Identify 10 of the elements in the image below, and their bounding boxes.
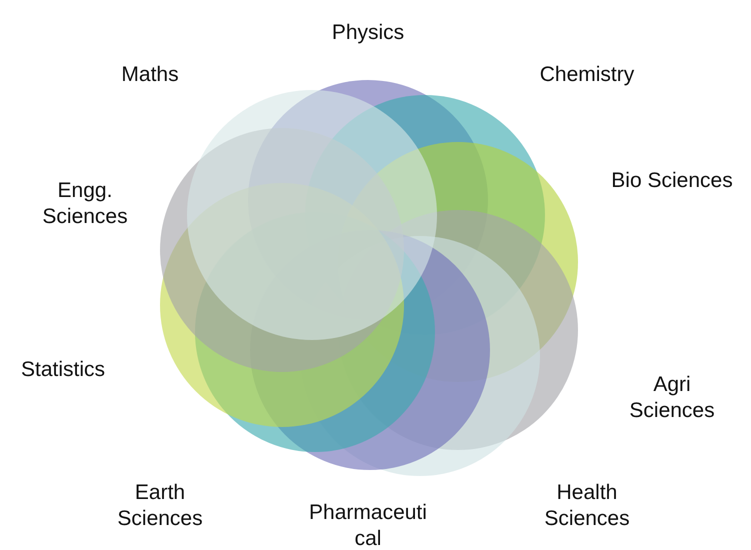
category-label: Agri Sciences <box>628 372 716 424</box>
category-label: Health Sciences <box>543 480 631 532</box>
category-label: Maths <box>120 62 180 88</box>
category-label: Statistics <box>20 357 106 383</box>
category-label: Pharmaceuti cal <box>308 500 428 550</box>
category-label: Chemistry <box>538 62 636 88</box>
category-label: Bio Sciences <box>610 168 734 194</box>
category-label: Physics <box>330 20 406 46</box>
category-label: Earth Sciences <box>116 480 204 532</box>
category-label: Engg. Sciences <box>41 178 129 230</box>
